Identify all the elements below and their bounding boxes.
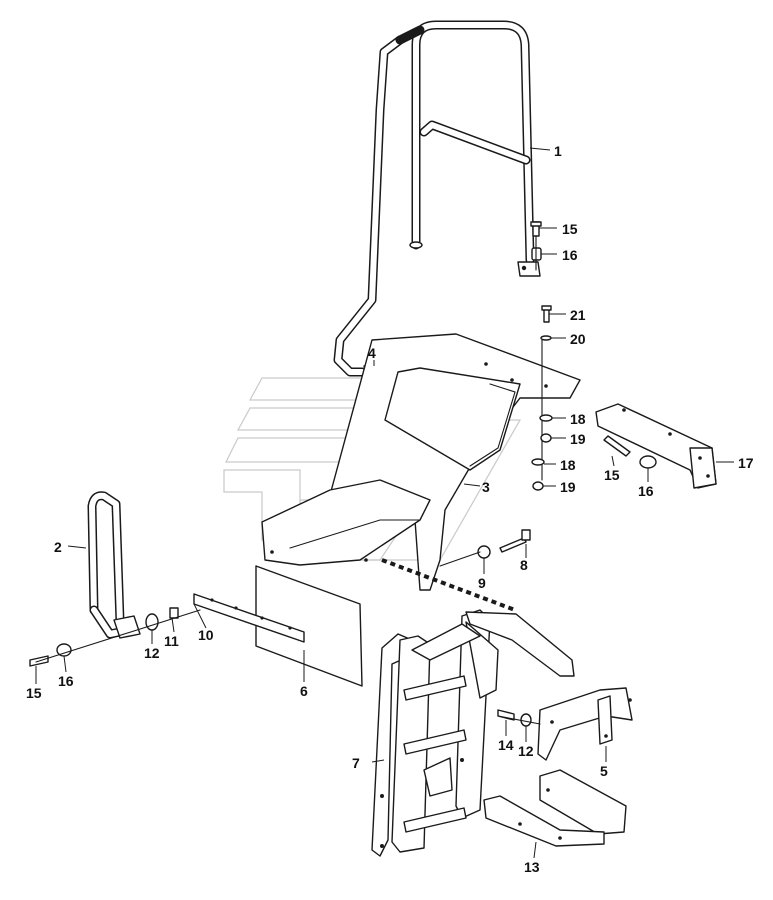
callout-18-upper: 18 [570, 411, 586, 427]
leader-lines [35, 147, 734, 859]
grab-rail-upper [333, 20, 541, 377]
fastener-spacer-16-right [639, 455, 657, 469]
fastener-washer-20 [540, 335, 552, 341]
fastener-bolt-8 [499, 529, 531, 553]
side-bracket-part-17 [595, 403, 717, 489]
ladder-bracket-part-13 [483, 769, 627, 847]
callout-16-right: 16 [638, 483, 654, 499]
fastener-nut-11 [169, 607, 179, 619]
callout-17: 17 [738, 455, 754, 471]
callout-16-left: 16 [58, 673, 74, 689]
fastener-bolt-14 [497, 709, 515, 721]
callout-19-upper: 19 [570, 431, 586, 447]
callout-14: 14 [498, 737, 514, 753]
ladder-bracket-part-5 [465, 611, 633, 761]
grab-handle-part-2 [87, 491, 141, 639]
mounting-plate-part-10 [193, 593, 305, 643]
callout-labels: 1 2 3 4 5 6 7 8 9 10 11 12 12 13 14 15 1… [26, 143, 754, 875]
fastener-washer-12-left [145, 613, 159, 631]
callout-5: 5 [600, 763, 608, 779]
callout-6: 6 [300, 683, 308, 699]
ladder-part-7 [371, 609, 499, 857]
callout-20: 20 [570, 331, 586, 347]
callout-15-upper: 15 [562, 221, 578, 237]
callout-16-upper: 16 [562, 247, 578, 263]
callout-19-lower: 19 [560, 479, 576, 495]
callout-12-left: 12 [144, 645, 160, 661]
fastener-stack-18-19 [531, 339, 553, 491]
callout-10: 10 [198, 627, 214, 643]
callout-15-left: 15 [26, 685, 42, 701]
fastener-washer-12-right [520, 713, 532, 727]
platform-bracket [261, 333, 581, 612]
assembly-axis-lines [35, 235, 541, 725]
callout-21: 21 [570, 307, 586, 323]
callout-4: 4 [368, 345, 376, 361]
fastener-bolt-15-upper [530, 221, 542, 237]
callout-11: 11 [164, 633, 179, 649]
callout-2: 2 [54, 539, 62, 555]
fastener-bolt-21 [541, 305, 552, 323]
callout-1: 1 [554, 143, 562, 159]
callout-15-right: 15 [604, 467, 620, 483]
fastener-bolt-15-right [603, 435, 631, 457]
callout-18-lower: 18 [560, 457, 576, 473]
callout-12-right: 12 [518, 743, 534, 759]
callout-9: 9 [478, 575, 486, 591]
callout-7: 7 [352, 755, 360, 771]
callout-8: 8 [520, 557, 528, 573]
callout-13: 13 [524, 859, 540, 875]
callout-3: 3 [482, 479, 490, 495]
